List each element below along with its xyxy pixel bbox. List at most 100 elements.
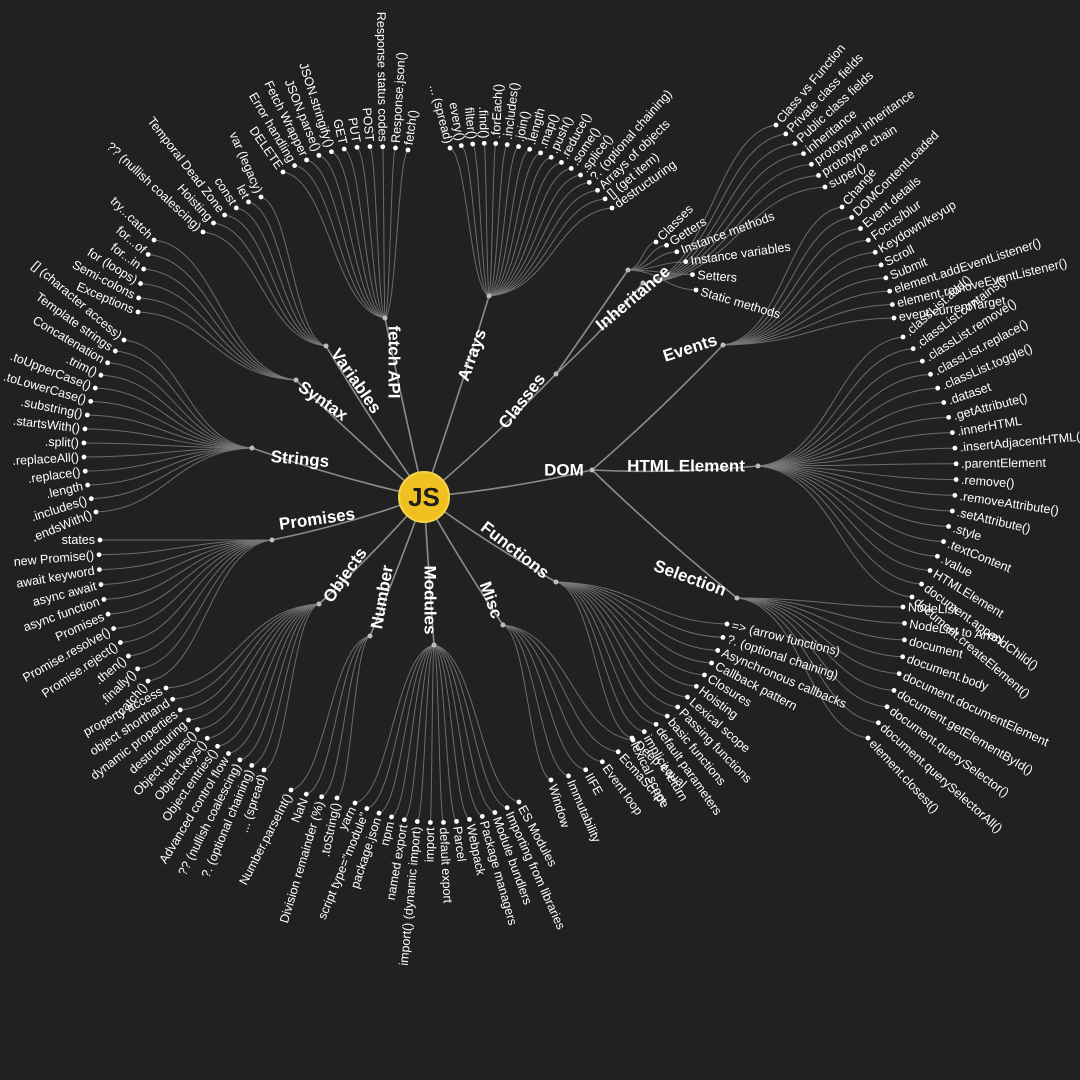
leaf-dot bbox=[919, 581, 924, 587]
leaf-edge bbox=[555, 581, 712, 664]
branch-label-inheritance[interactable]: Inheritance bbox=[592, 262, 674, 335]
leaf-label[interactable]: GET bbox=[330, 118, 350, 147]
leaf-dot bbox=[145, 678, 151, 684]
leaf-label[interactable]: import bbox=[423, 827, 438, 863]
leaf-dot bbox=[204, 735, 210, 741]
leaf-dot bbox=[568, 165, 574, 171]
leaf-dot bbox=[222, 212, 228, 218]
leaf-dot bbox=[664, 713, 670, 719]
branch-edge-classes-direct bbox=[555, 269, 629, 375]
center-node[interactable]: JS bbox=[398, 471, 450, 523]
leaf-dot bbox=[112, 348, 118, 354]
leaf-label[interactable]: npm bbox=[378, 820, 397, 847]
leaf-edge bbox=[483, 143, 490, 297]
branch-label-classes[interactable]: Classes bbox=[495, 370, 550, 432]
leaf-dot bbox=[447, 145, 453, 151]
leaf-edge bbox=[555, 581, 645, 733]
leaf-label[interactable]: .split() bbox=[45, 435, 79, 450]
leaf-label[interactable]: NodeList bbox=[908, 600, 959, 617]
branch-fetch-api[interactable]: fetch API fetch()Response.json()Response … bbox=[246, 12, 420, 399]
leaf-label[interactable]: IIFE bbox=[582, 771, 606, 798]
leaf-edge bbox=[138, 297, 297, 381]
leaf-label[interactable]: .includes() bbox=[501, 82, 522, 141]
leaf-dot bbox=[900, 334, 906, 340]
leaf-dot bbox=[884, 704, 890, 710]
leaf-label[interactable]: default export bbox=[437, 827, 455, 904]
leaf-dot bbox=[303, 791, 309, 797]
leaf-dot bbox=[783, 131, 789, 137]
leaf-dot bbox=[548, 777, 554, 783]
leaf-dot bbox=[304, 157, 309, 163]
branch-label-strings[interactable]: Strings bbox=[270, 447, 330, 471]
leaf-label[interactable]: POST bbox=[360, 107, 377, 142]
branch-label-number[interactable]: Number bbox=[367, 563, 397, 630]
leaf-edge bbox=[722, 239, 869, 346]
branch-label-functions[interactable]: Functions bbox=[477, 518, 553, 583]
leaf-label[interactable]: new Promise() bbox=[13, 548, 94, 569]
leaf-label[interactable]: .remove() bbox=[961, 473, 1015, 491]
branch-label-misc[interactable]: Misc bbox=[476, 579, 507, 621]
leaf-label[interactable]: Response status codes bbox=[374, 12, 390, 142]
leaf-edge bbox=[236, 207, 327, 347]
leaf-edge bbox=[488, 146, 519, 297]
branch-label-objects[interactable]: Objects bbox=[319, 544, 370, 606]
branch-label-html-element[interactable]: HTML Element bbox=[627, 457, 745, 476]
leaf-dot bbox=[492, 810, 498, 815]
leaf-edge bbox=[722, 227, 861, 346]
branch-label-fetch-api[interactable]: fetch API bbox=[385, 325, 404, 398]
leaf-edge bbox=[391, 644, 435, 818]
leaf-label[interactable]: Static methods bbox=[699, 285, 782, 322]
leaf-dot bbox=[578, 172, 583, 178]
leaf-dot bbox=[237, 757, 243, 763]
leaf-label[interactable]: states bbox=[62, 533, 95, 547]
leaf-edge bbox=[555, 581, 668, 717]
leaf-edge bbox=[555, 581, 723, 638]
leaf-edge bbox=[757, 416, 949, 467]
branch-arrays[interactable]: Arrays... (spread)every()filter().find()… bbox=[427, 82, 679, 384]
branch-dom[interactable]: DOM bbox=[544, 461, 595, 480]
leaf-label[interactable]: filter() bbox=[462, 107, 479, 140]
branch-edge-events bbox=[591, 344, 724, 471]
leaf-edge bbox=[107, 362, 253, 449]
leaf-dot bbox=[583, 767, 589, 773]
branch-strings[interactable]: Strings[] (character access)Template str… bbox=[2, 258, 330, 544]
branch-classes[interactable]: Classes bbox=[495, 370, 559, 432]
leaf-label[interactable]: .parentElement bbox=[961, 456, 1046, 471]
hub-dot-misc bbox=[500, 622, 506, 628]
hub-dot-selection bbox=[734, 595, 740, 601]
leaf-label[interactable]: every() bbox=[446, 101, 467, 142]
leaf-label[interactable]: Parcel bbox=[450, 825, 468, 862]
branch-label-syntax[interactable]: Syntax bbox=[295, 377, 352, 425]
leaf-dot bbox=[615, 749, 621, 755]
branch-label-modules[interactable]: Modules bbox=[421, 566, 440, 635]
leaf-edge bbox=[722, 304, 893, 346]
leaf-label[interactable]: Setters bbox=[697, 268, 738, 285]
leaf-edge bbox=[757, 465, 953, 512]
leaf-edge bbox=[213, 222, 327, 347]
branch-label-arrays[interactable]: Arrays bbox=[454, 326, 490, 383]
leaf-dot bbox=[693, 287, 699, 293]
leaf-label[interactable]: .replaceAll() bbox=[12, 450, 79, 468]
leaf-label[interactable]: Response.json() bbox=[389, 52, 409, 144]
leaf-dot bbox=[538, 150, 544, 156]
leaf-dot bbox=[85, 482, 91, 488]
leaf-edge bbox=[84, 428, 253, 449]
leaf-label[interactable]: fetch() bbox=[402, 109, 421, 146]
leaf-dot bbox=[685, 694, 690, 700]
leaf-label[interactable]: .find() bbox=[476, 106, 491, 138]
branch-label-selection[interactable]: Selection bbox=[651, 556, 729, 600]
leaf-label[interactable]: .join() bbox=[513, 110, 533, 143]
leaf-label[interactable]: PUT bbox=[345, 117, 363, 144]
branch-label-events[interactable]: Events bbox=[661, 330, 720, 365]
leaf-edge bbox=[757, 465, 957, 481]
hub-dot-modules bbox=[431, 642, 437, 648]
branch-label-dom[interactable]: DOM bbox=[544, 461, 584, 480]
leaf-label[interactable]: .forEach() bbox=[489, 83, 505, 138]
